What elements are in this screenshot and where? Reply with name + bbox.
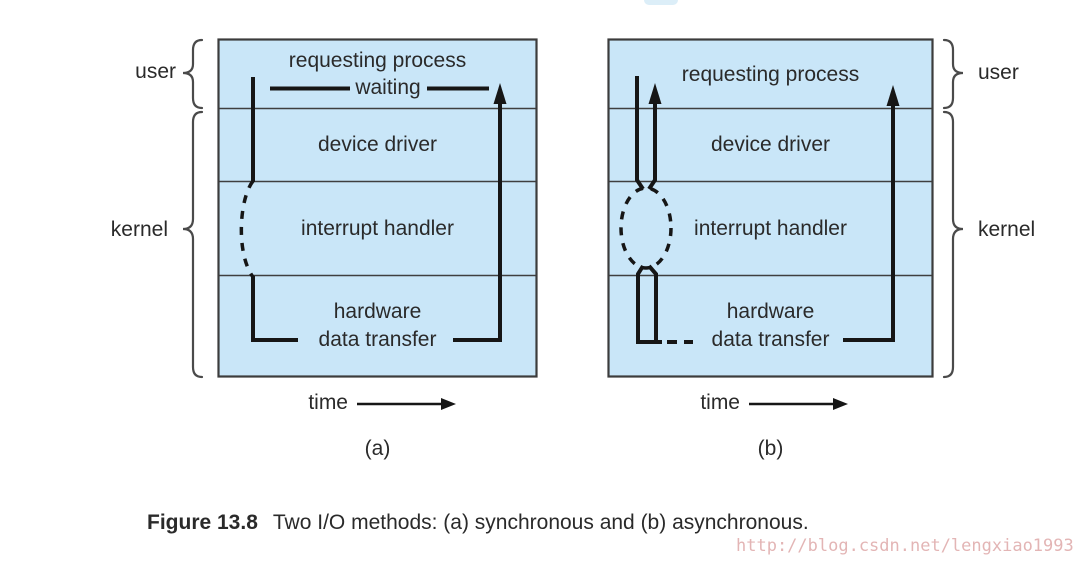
- return-line-a: [453, 103, 502, 342]
- time-arrowhead-b: [833, 398, 848, 410]
- interrupt-dashed-ellipse-b: [619, 186, 673, 270]
- layer-interrupt-handler: interrupt handler: [694, 217, 847, 240]
- user-label-right: user: [978, 61, 1019, 84]
- layer-requesting-process: requesting process: [681, 63, 860, 86]
- kernel-brace-left: [182, 110, 204, 379]
- transfer-u-left-b: [636, 264, 662, 344]
- top-edge-artifact: [644, 0, 678, 5]
- layer-device-driver: device driver: [710, 133, 831, 156]
- time-label-a: time: [308, 391, 348, 414]
- kernel-label-right: kernel: [978, 218, 1036, 241]
- transfer-u-right-b: [647, 264, 658, 340]
- panel-b-asynchronous: requesting process device driver interru…: [608, 39, 933, 376]
- panel-a-synchronous: requesting process waiting device driver…: [218, 39, 537, 376]
- braces: [182, 38, 964, 379]
- panel-a-box: [217, 38, 538, 378]
- user-brace-left: [182, 38, 204, 110]
- syscall-down-line-b: [635, 76, 645, 191]
- watermark-url: http://blog.csdn.net/lengxiao1993: [736, 536, 1074, 556]
- figure-caption: Figure 13.8 Two I/O methods: (a) synchron…: [147, 511, 809, 535]
- panel-b-box: [607, 38, 934, 378]
- waiting-label: waiting: [355, 76, 421, 99]
- user-label-left: user: [135, 60, 176, 83]
- completion-line-b: [843, 105, 895, 342]
- figure-caption-text: Two I/O methods: (a) synchronous and (b)…: [272, 511, 809, 534]
- layer-requesting-process: requesting process: [288, 49, 467, 72]
- figure-number: Figure 13.8: [147, 511, 258, 534]
- time-label-b: time: [700, 391, 740, 414]
- time-arrows: [357, 398, 848, 410]
- panel-b-flow-lines: [619, 76, 900, 344]
- panel-sublabel-b: (b): [757, 437, 784, 460]
- kernel-label-left: kernel: [110, 218, 168, 241]
- time-arrowhead-a: [441, 398, 456, 410]
- kernel-brace-right: [942, 110, 964, 379]
- user-brace-right: [942, 38, 964, 110]
- layer-device-driver: device driver: [317, 133, 438, 156]
- layer-interrupt-handler: interrupt handler: [301, 217, 454, 240]
- panel-sublabel-a: (a): [364, 437, 391, 460]
- layer-data-transfer: data transfer: [711, 328, 830, 351]
- completion-arrowhead-b: [886, 85, 900, 106]
- early-return-line-b: [647, 102, 657, 191]
- transfer-corner-line-a: [251, 276, 298, 342]
- early-return-arrowhead-b: [648, 83, 662, 104]
- layer-data-transfer: data transfer: [318, 328, 437, 351]
- layer-hardware: hardware: [726, 300, 815, 323]
- panel-a-flow-lines: [239, 77, 507, 342]
- return-arrowhead-a: [493, 83, 507, 104]
- interrupt-dashed-arc-a: [239, 179, 255, 279]
- layer-hardware: hardware: [333, 300, 422, 323]
